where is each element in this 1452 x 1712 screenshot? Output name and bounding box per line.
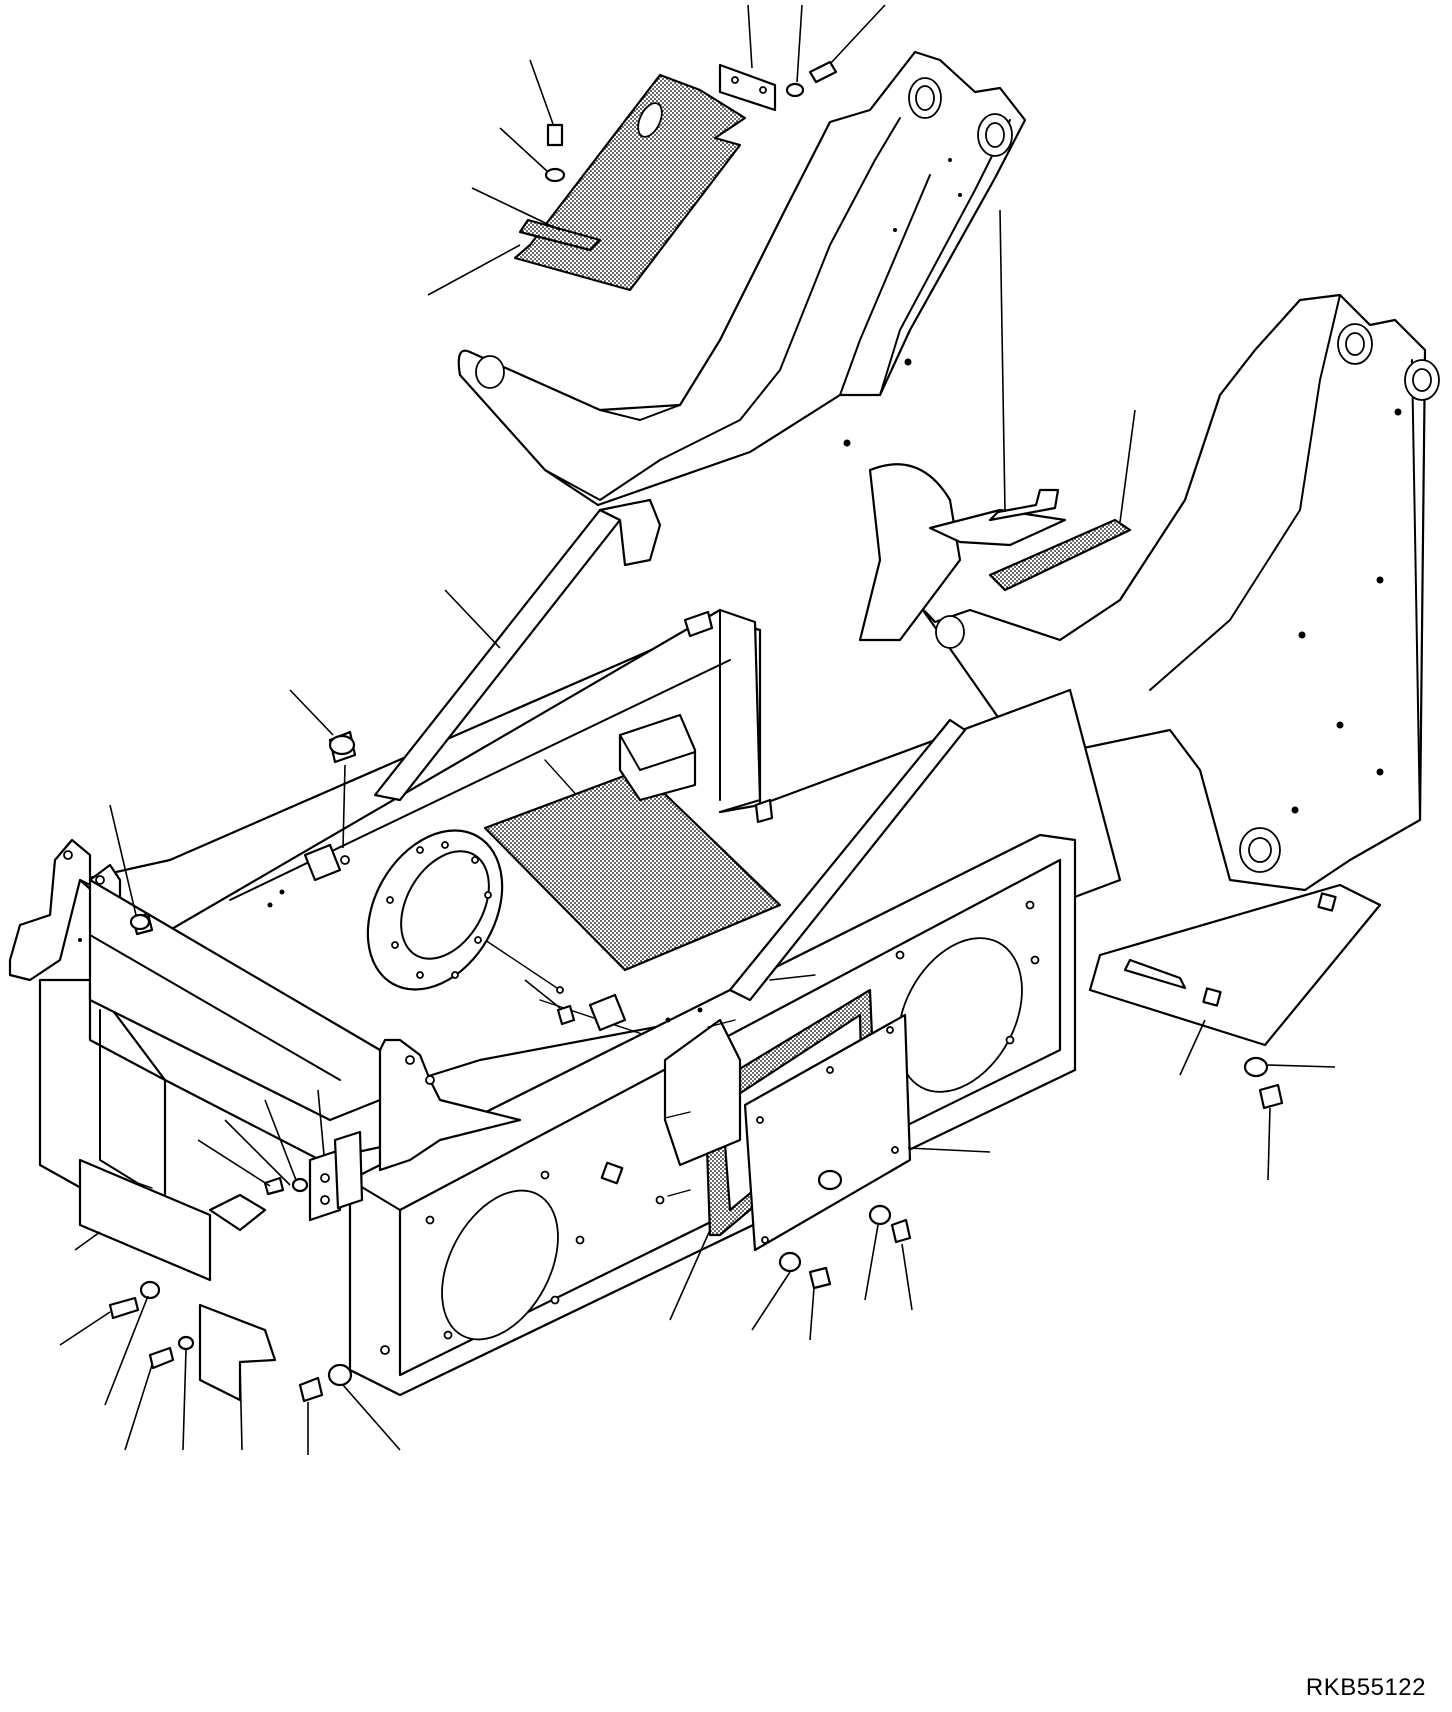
upper-fasteners bbox=[544, 60, 838, 183]
left-diagonal-brace bbox=[373, 498, 662, 802]
lower-left-plate bbox=[78, 1158, 212, 1282]
clip-brackets bbox=[303, 843, 627, 1032]
upper-mounting-bracket bbox=[513, 73, 747, 292]
side-mount-bracket bbox=[308, 1130, 364, 1222]
access-cover-plate bbox=[743, 1013, 912, 1252]
rubber-stopper-bar bbox=[988, 518, 1132, 592]
lower-fasteners bbox=[108, 1056, 1284, 1403]
left-loader-tower bbox=[457, 50, 1027, 507]
small-plate-top bbox=[718, 63, 777, 112]
side-plate-bolt-holes bbox=[380, 900, 1040, 1355]
frame-plugs bbox=[129, 730, 576, 1026]
center-ring-mount bbox=[366, 829, 504, 991]
right-diagonal-brace bbox=[728, 718, 967, 1002]
top-mount-bracket bbox=[618, 610, 774, 824]
callout-leader-lines bbox=[59, 4, 1336, 1455]
inner-side-opening bbox=[663, 1018, 742, 1167]
right-belly-plate bbox=[1088, 883, 1382, 1047]
lower-left-bracket bbox=[198, 1193, 277, 1402]
cover-fasteners bbox=[664, 974, 912, 1290]
right-tow-hitch bbox=[373, 1038, 522, 1172]
center-cradle bbox=[858, 463, 1067, 642]
left-tow-hitch bbox=[8, 838, 122, 982]
top-cover-plate bbox=[483, 768, 782, 972]
drawing-reference-code: RKB55122 bbox=[1305, 1674, 1426, 1701]
front-crossbeam bbox=[88, 878, 382, 1122]
